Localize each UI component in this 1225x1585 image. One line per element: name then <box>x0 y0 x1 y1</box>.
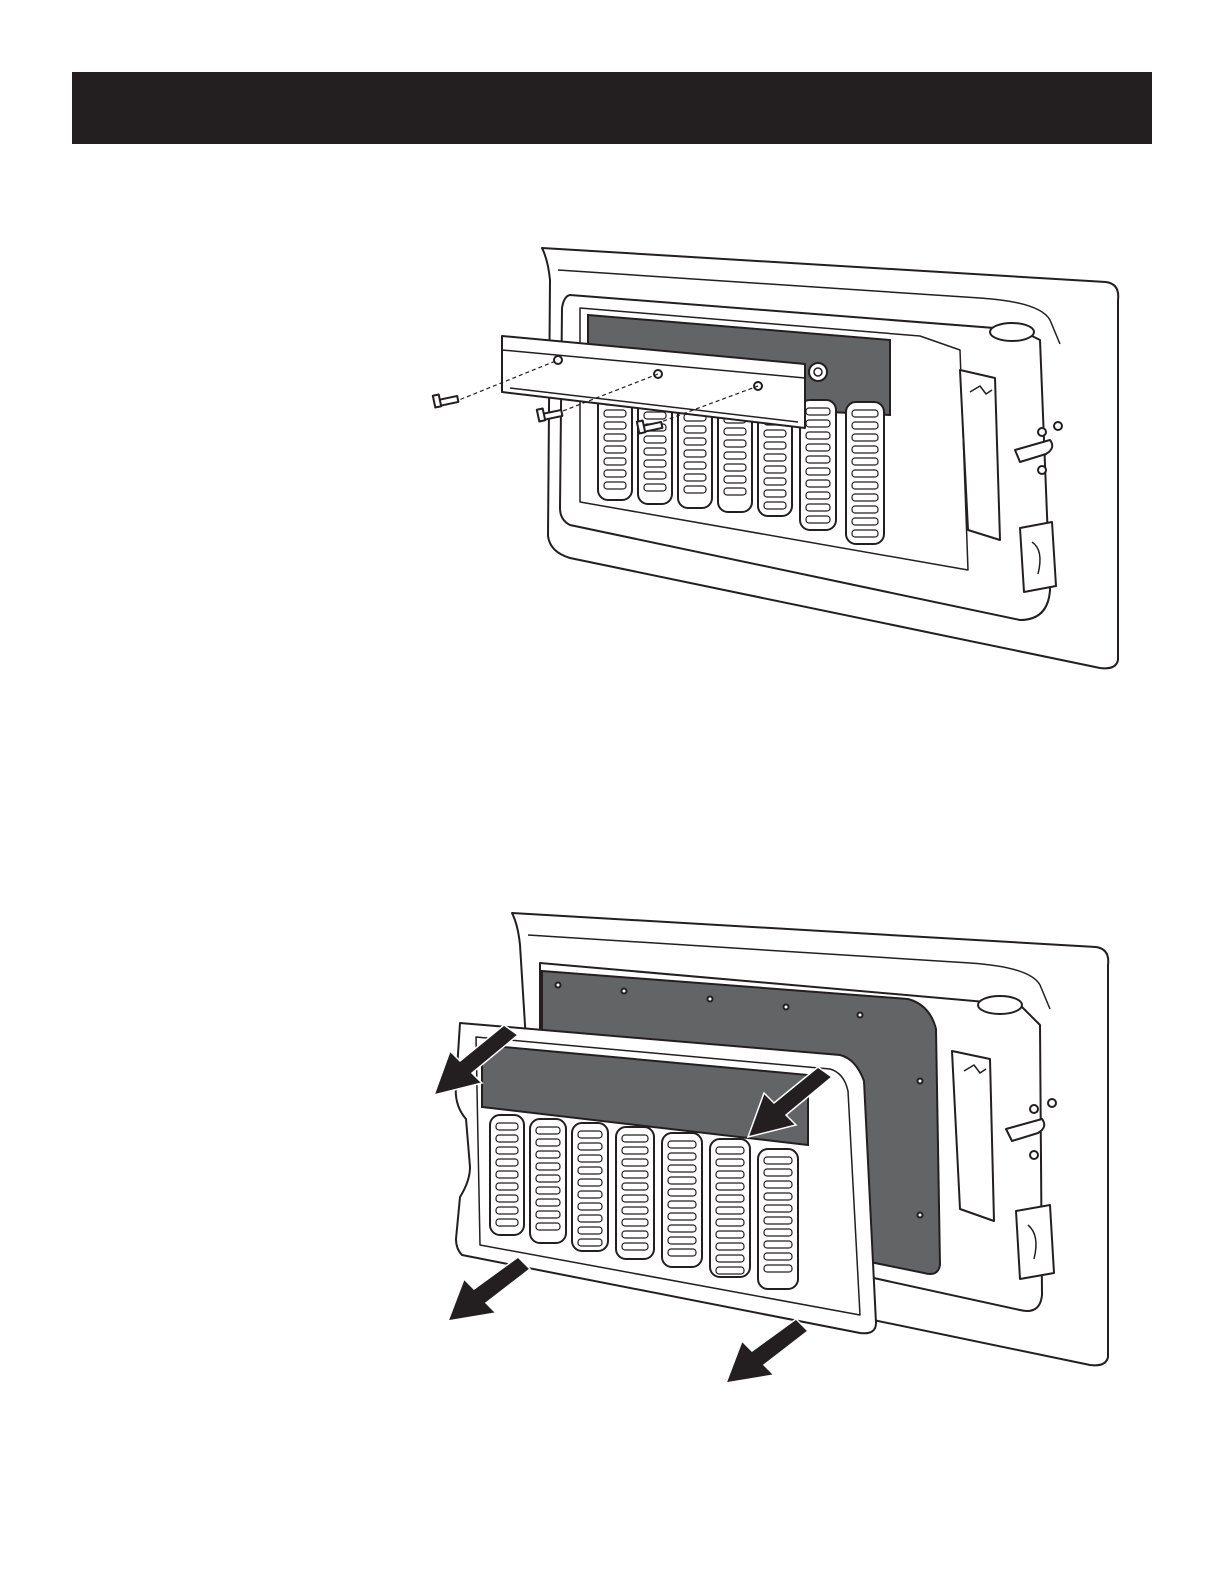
hood-bump <box>978 996 1022 1014</box>
grille-screw-removal-illustration <box>420 240 1120 680</box>
side-bracket <box>1020 522 1056 592</box>
arrow-icon <box>726 1319 808 1383</box>
hood-bump <box>990 323 1034 341</box>
side-bracket <box>1016 1205 1054 1279</box>
arrow-icon <box>448 1257 530 1321</box>
header-bar <box>72 72 1152 144</box>
grille-removal-arrows-illustration <box>420 905 1120 1385</box>
screw-icon <box>433 395 459 408</box>
